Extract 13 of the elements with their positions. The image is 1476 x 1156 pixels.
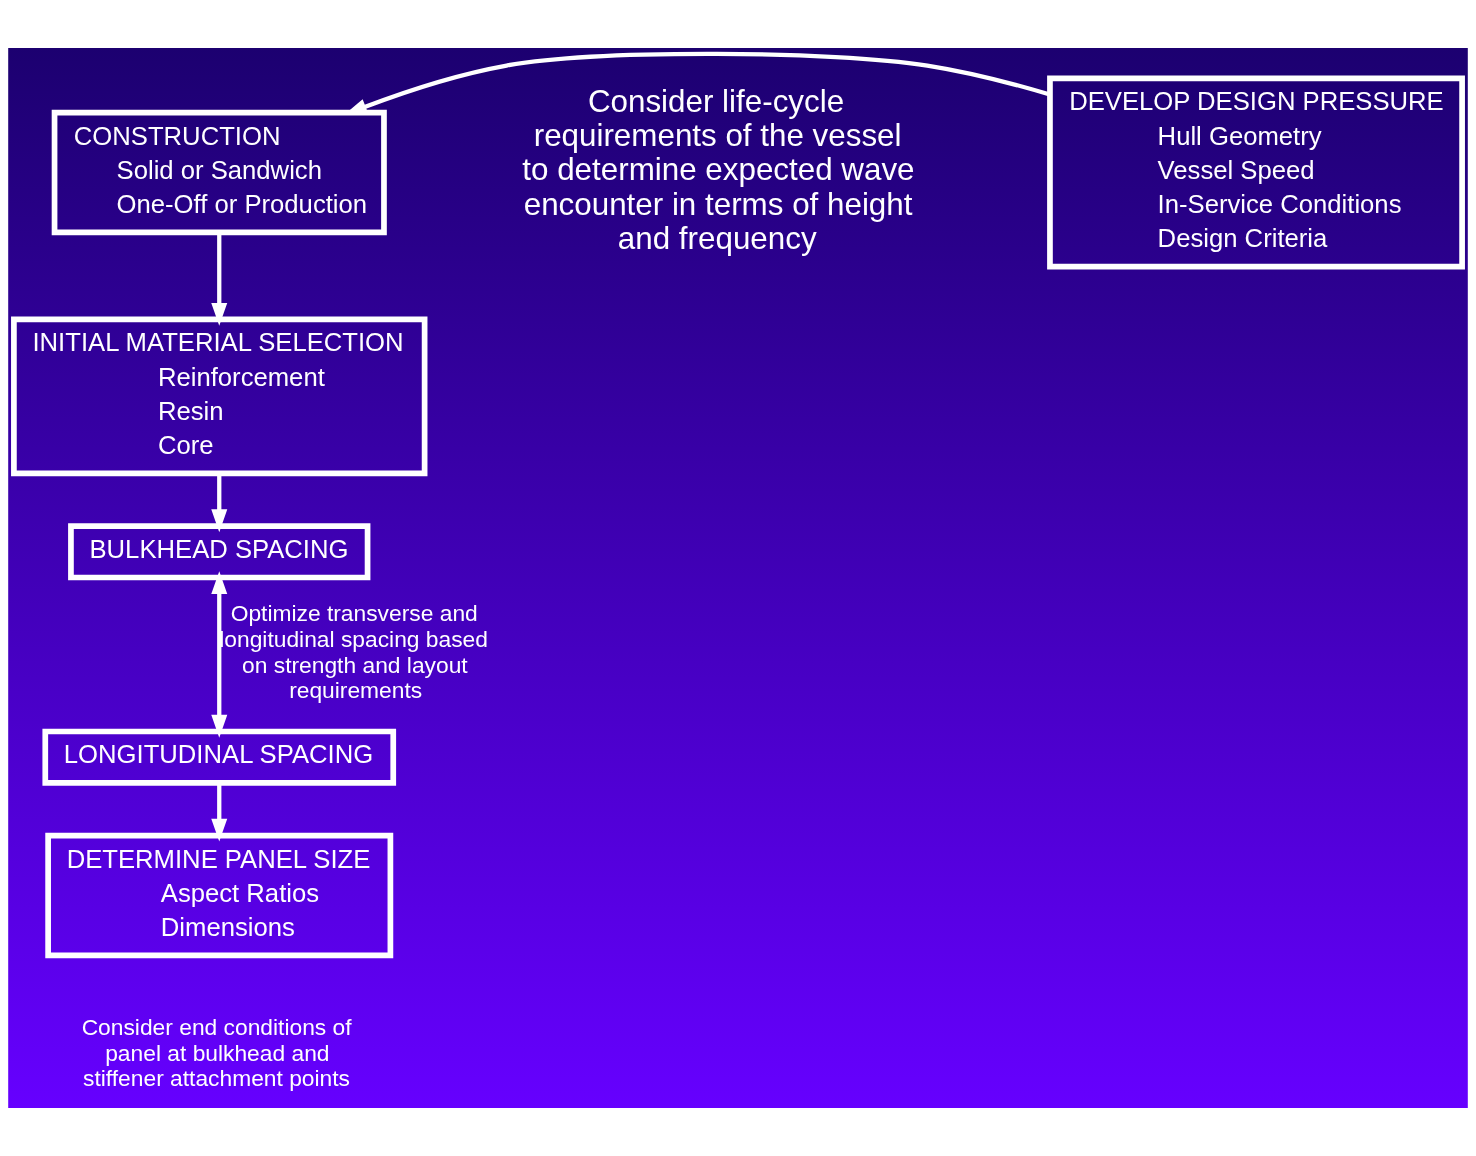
arrow [211, 232, 228, 326]
node-box: CONSTRUCTION Solid or Sandwich One-Off or Production [51, 109, 387, 236]
node-box: DEVELOP DESIGN PRESSURE Hull Geometry Vessel Speed In-Service Conditions Design Criteria [1047, 75, 1465, 270]
arrow [211, 783, 228, 842]
edge-label: Optimize transverse and longitudinal spacing based on strength and layout requirements [219, 600, 488, 704]
node-box: LONGITUDINAL SPACING [42, 728, 397, 786]
arrow [211, 571, 228, 738]
label: Consider life-cycle requirements of the vessel to determine expected wave encounter in terms of height and frequency [522, 84, 915, 256]
arrow [211, 473, 228, 533]
node-box: BULKHEAD SPACING [68, 523, 371, 581]
node-box: INITIAL MATERIAL SELECTION Reinforcement Resin Core [11, 316, 428, 477]
node-box: DETERMINE PANEL SIZE Aspect Ratios Dimensions [45, 832, 394, 959]
label: Consider end conditions of panel at bulkhead and stiffener attachment points [81, 1013, 352, 1092]
